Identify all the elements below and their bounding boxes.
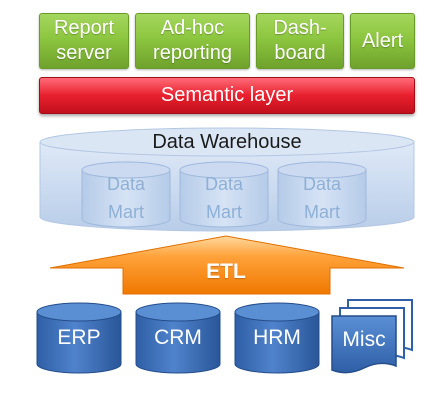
erp-cylinder <box>36 302 122 374</box>
semantic-layer-label: Semantic layer <box>160 84 294 106</box>
ad-hoc-reporting-label: Ad-hoc reporting <box>153 17 232 64</box>
data-mart-2-cylinder <box>179 161 269 228</box>
data-mart-label: Data Mart <box>302 174 342 222</box>
data-mart-label: Data Mart <box>204 174 244 222</box>
data-warehouse-label: Data Warehouse <box>152 131 302 153</box>
dashboard-label: Dash-board <box>273 17 327 64</box>
alert-box: Alert <box>350 13 415 69</box>
data-mart-1-cylinder <box>81 161 171 228</box>
alert-label: Alert <box>361 29 404 52</box>
data-mart-3-cylinder <box>277 161 367 228</box>
hrm-label: HRM <box>253 326 301 349</box>
ad-hoc-reporting-box: Ad-hoc reporting <box>135 13 250 69</box>
crm-cylinder <box>135 302 221 374</box>
erp-label: ERP <box>57 326 101 349</box>
report-server-box: Report server <box>39 13 129 69</box>
misc-label: Misc <box>342 328 386 351</box>
misc-document-stack-icon <box>331 299 413 374</box>
etl-arrow <box>49 235 405 295</box>
dashboard-box: Dash-board <box>256 13 344 69</box>
etl-label: ETL <box>206 260 246 283</box>
report-server-label: Report server <box>53 17 115 64</box>
hrm-cylinder <box>234 302 320 374</box>
data-mart-label: Data Mart <box>106 174 146 222</box>
semantic-layer-bar: Semantic layer <box>39 77 415 114</box>
crm-label: CRM <box>154 326 202 349</box>
